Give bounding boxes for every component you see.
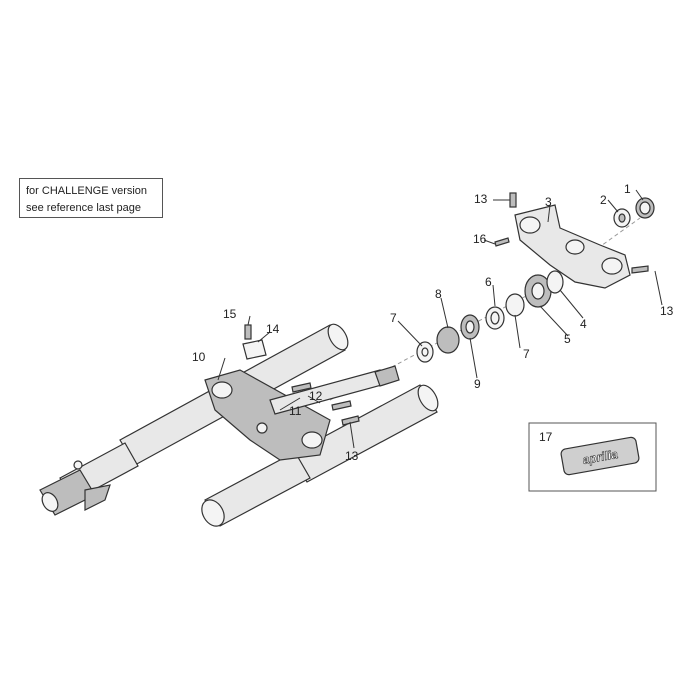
note-line-1: for CHALLENGE version [26, 185, 148, 197]
callout-7-right: 7 [523, 347, 530, 361]
lower-triple-clamp [204, 369, 331, 461]
callout-13-top: 13 [474, 192, 488, 206]
decal-panel: 17 aprilia [528, 422, 657, 492]
callout-4: 4 [580, 317, 587, 331]
callout-labels: 1 2 3 4 5 6 7 7 8 9 10 11 12 13 13 13 14… [192, 182, 674, 463]
callout-2: 2 [600, 193, 607, 207]
callout-15: 15 [223, 307, 237, 321]
aprilia-decal [560, 436, 640, 476]
right-fork-leg [201, 384, 439, 527]
note-box: for CHALLENGE version see reference last… [19, 178, 163, 218]
steering-stem [269, 365, 400, 415]
callout-5: 5 [564, 332, 571, 346]
callout-6: 6 [485, 275, 492, 289]
callout-11: 11 [289, 404, 302, 418]
callout-9: 9 [474, 377, 481, 391]
callout-1: 1 [624, 182, 631, 196]
callout-8: 8 [435, 287, 442, 301]
leader-lines [217, 189, 663, 449]
stem-washers [416, 270, 564, 363]
clamp-bolts [242, 324, 360, 426]
callout-16: 16 [473, 232, 487, 246]
note-line-2: see reference last page [26, 202, 141, 214]
upper-triple-clamp [494, 192, 649, 289]
callout-3: 3 [545, 195, 552, 209]
top-nut-and-cap [613, 197, 655, 228]
callout-10: 10 [192, 350, 206, 364]
callout-13-right: 13 [660, 304, 674, 318]
callout-14: 14 [266, 322, 280, 336]
callout-17: 17 [539, 430, 553, 444]
callout-13-bottom: 13 [345, 449, 359, 463]
callout-12: 12 [309, 389, 323, 403]
aprilia-decal-text: aprilia [582, 447, 620, 467]
callout-7-left: 7 [390, 311, 397, 325]
